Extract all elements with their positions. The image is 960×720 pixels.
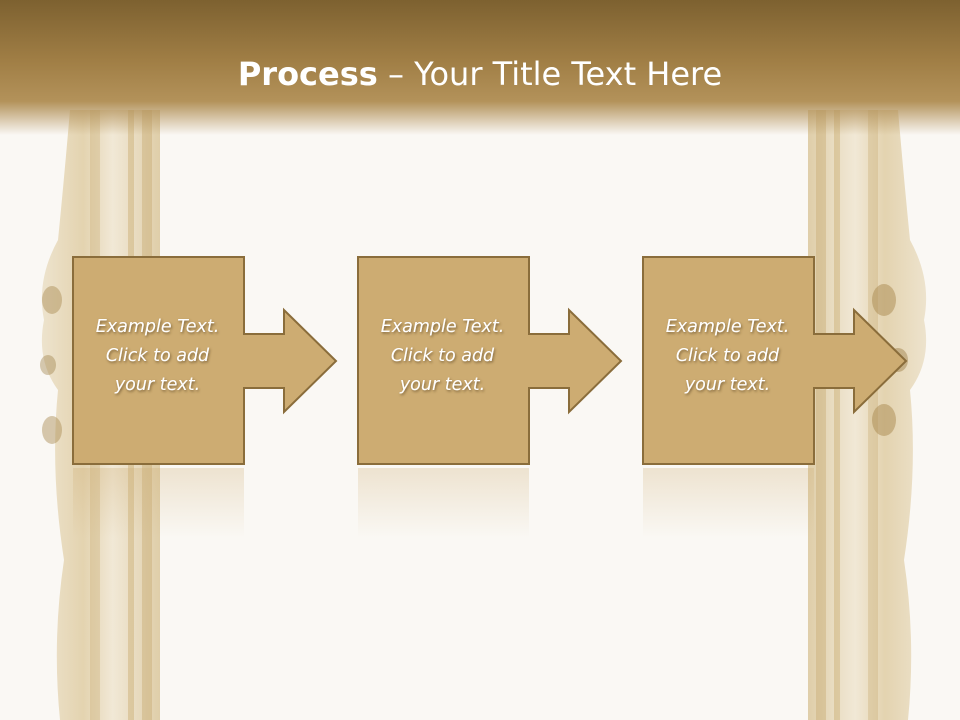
- process-step-1: Example Text. Click to add your text.: [72, 256, 338, 538]
- step-text-line: Click to add: [391, 346, 495, 366]
- step-text-line: your text.: [114, 375, 200, 395]
- step-reflection: [358, 468, 529, 538]
- step-arrow-box: [72, 256, 338, 465]
- step-text-line: Example Text.: [96, 317, 220, 337]
- step-text-line: Click to add: [676, 346, 780, 366]
- step-reflection: [643, 468, 814, 538]
- step-reflection: [73, 468, 244, 538]
- right-frame-ornament: [808, 110, 927, 720]
- step-arrow-box: [642, 256, 908, 465]
- title-bold: Process: [237, 55, 378, 93]
- step-text-line: Example Text.: [666, 317, 790, 337]
- title-rest: Your Title Text Here: [414, 55, 723, 93]
- slide-title: Process – Your Title Text Here: [0, 52, 960, 96]
- step-arrow-box: [357, 256, 623, 465]
- step-text-line: your text.: [684, 375, 770, 395]
- title-bar: [0, 0, 960, 135]
- step-text-line: Example Text.: [381, 317, 505, 337]
- title-separator: –: [377, 55, 415, 93]
- process-step-3: Example Text. Click to add your text.: [642, 256, 908, 538]
- step-text-line: your text.: [399, 375, 485, 395]
- step-text-line: Click to add: [106, 346, 210, 366]
- process-step-2: Example Text. Click to add your text.: [357, 256, 623, 538]
